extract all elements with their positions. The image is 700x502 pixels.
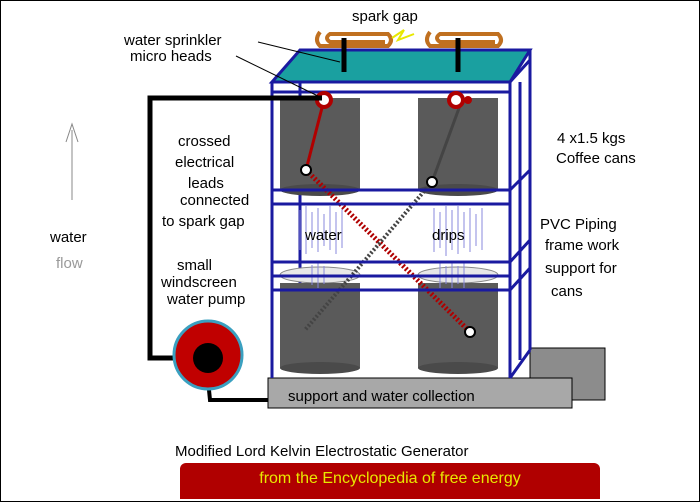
label-crossed-1: crossed bbox=[178, 133, 231, 150]
water-pump-core bbox=[193, 343, 223, 373]
source-banner-text: from the Encyclopedia of free energy bbox=[259, 470, 521, 487]
label-sprinkler-1: water sprinkler bbox=[124, 32, 222, 49]
source-banner bbox=[180, 463, 600, 499]
can-bottom-right bbox=[418, 283, 498, 368]
water-flow-arrowhead bbox=[65, 122, 79, 143]
lead-left-top bbox=[304, 99, 326, 171]
sprinkler-head-right-2 bbox=[464, 96, 472, 104]
label-pump-3: water pump bbox=[167, 291, 246, 308]
label-pvc-3: support for bbox=[545, 260, 617, 277]
sprinkler-pointer-1 bbox=[257, 41, 341, 63]
label-crossed-5: to spark gap bbox=[162, 213, 245, 230]
label-crossed-4: connected bbox=[180, 192, 250, 209]
label-pvc-4: cans bbox=[551, 283, 583, 300]
label-water: water bbox=[305, 227, 342, 244]
can-bottom-left bbox=[280, 283, 360, 368]
electrode-bottom-right bbox=[464, 326, 476, 338]
label-water-flow-1: water bbox=[50, 229, 87, 246]
can-bottom-left-rim bbox=[280, 362, 360, 374]
diagram-caption: Modified Lord Kelvin Electrostatic Gener… bbox=[175, 443, 469, 460]
sprinkler-pointer-2 bbox=[235, 55, 319, 97]
label-pump-2: windscreen bbox=[161, 274, 237, 291]
water-hose bbox=[147, 95, 322, 361]
spark-coil-left bbox=[315, 30, 393, 48]
label-cans-2: Coffee cans bbox=[556, 150, 636, 167]
water-drips-right bbox=[433, 206, 483, 256]
lead-cross-2 bbox=[303, 180, 434, 332]
label-sprinkler-2: micro heads bbox=[130, 48, 212, 65]
electrode-top-left bbox=[300, 164, 312, 176]
label-pump-1: small bbox=[177, 257, 213, 274]
spark-coil-right bbox=[425, 30, 503, 48]
label-crossed-3: leads bbox=[188, 175, 224, 192]
can-bottom-right-rim bbox=[418, 362, 498, 374]
electrode-top-right bbox=[426, 176, 438, 188]
label-drips: drips bbox=[432, 227, 465, 244]
spark-icon bbox=[391, 29, 415, 42]
sprinkler-head-right bbox=[447, 91, 465, 109]
water-drips-left bbox=[299, 206, 343, 254]
label-pvc-2: frame work bbox=[545, 237, 620, 254]
label-spark-gap: spark gap bbox=[352, 8, 418, 25]
label-crossed-2: electrical bbox=[175, 154, 235, 171]
lead-right-top bbox=[430, 99, 464, 183]
pvc-frame-front bbox=[270, 58, 532, 379]
lead-cross-1 bbox=[304, 168, 472, 334]
label-support: support and water collection bbox=[288, 388, 475, 405]
label-cans-1: 4 x1.5 kgs bbox=[557, 130, 626, 147]
label-water-flow-2: flow bbox=[56, 255, 83, 272]
label-pvc-1: PVC Piping bbox=[540, 216, 617, 233]
collection-base bbox=[267, 377, 573, 409]
